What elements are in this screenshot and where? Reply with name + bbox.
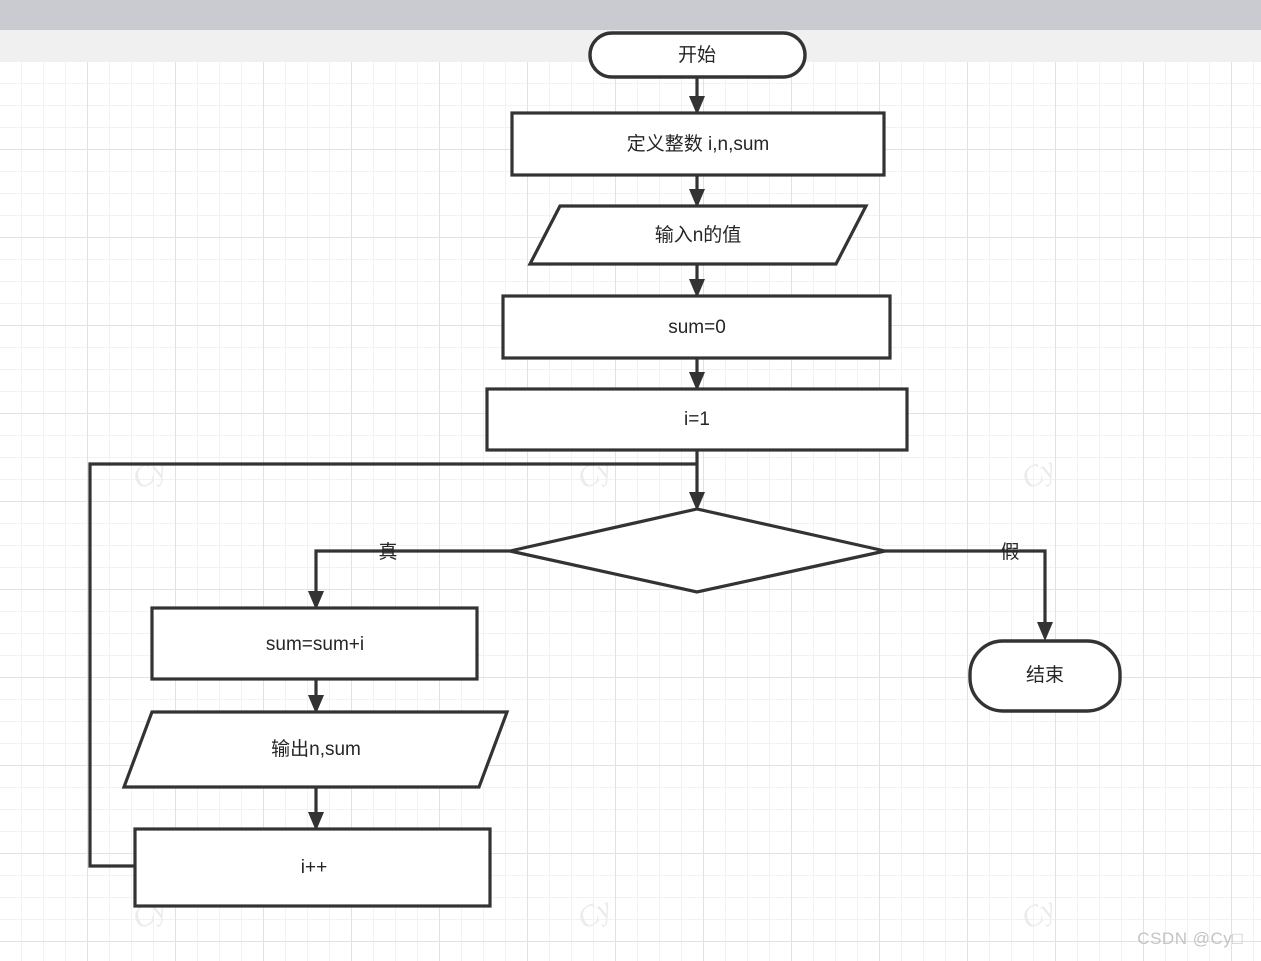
node-increment[interactable]: i++ (133, 827, 492, 908)
node-condition-decision[interactable] (509, 507, 886, 594)
node-accumulate-label: sum=sum+i (266, 634, 364, 655)
edge-accumulate-to-output (308, 679, 324, 714)
edge-label-false: 假 (1000, 541, 1019, 563)
node-end-label: 结束 (1026, 664, 1064, 686)
edge-declare-to-input (689, 175, 705, 208)
node-accumulate[interactable]: sum=sum+i (150, 606, 479, 681)
node-input-n[interactable]: 输入n的值 (527, 204, 869, 266)
node-sum-init[interactable]: sum=0 (501, 294, 892, 360)
edge-input-to-sum-init (689, 264, 705, 298)
edge-increment-loopback-to-condition (88, 462, 697, 868)
edge-start-to-declare (689, 77, 705, 115)
edge-condition-true-branch (308, 549, 510, 610)
csdn-watermark-credit: CSDN @Cy□ (1137, 929, 1243, 948)
node-input-n-label: 输入n的值 (655, 224, 742, 246)
node-declare-variables[interactable]: 定义整数 i,n,sum (510, 111, 886, 177)
node-start-label: 开始 (678, 44, 716, 66)
edge-condition-false-branch (885, 549, 1053, 641)
node-output[interactable]: 输出n,sum (121, 710, 510, 789)
node-start[interactable]: 开始 (588, 31, 807, 79)
node-output-label: 输出n,sum (271, 738, 361, 760)
node-end[interactable]: 结束 (968, 639, 1122, 713)
node-sum-init-label: sum=0 (668, 317, 726, 338)
edge-label-true: 真 (378, 541, 397, 563)
edge-output-to-increment (308, 787, 324, 831)
node-i-init[interactable]: i=1 (485, 387, 909, 452)
node-i-init-label: i=1 (684, 409, 710, 430)
node-increment-label: i++ (301, 857, 327, 878)
edge-i-init-to-condition (689, 450, 705, 511)
edge-sum-init-to-i-init (689, 358, 705, 391)
node-declare-label: 定义整数 i,n,sum (627, 133, 770, 155)
window-title-bar (0, 0, 1261, 30)
